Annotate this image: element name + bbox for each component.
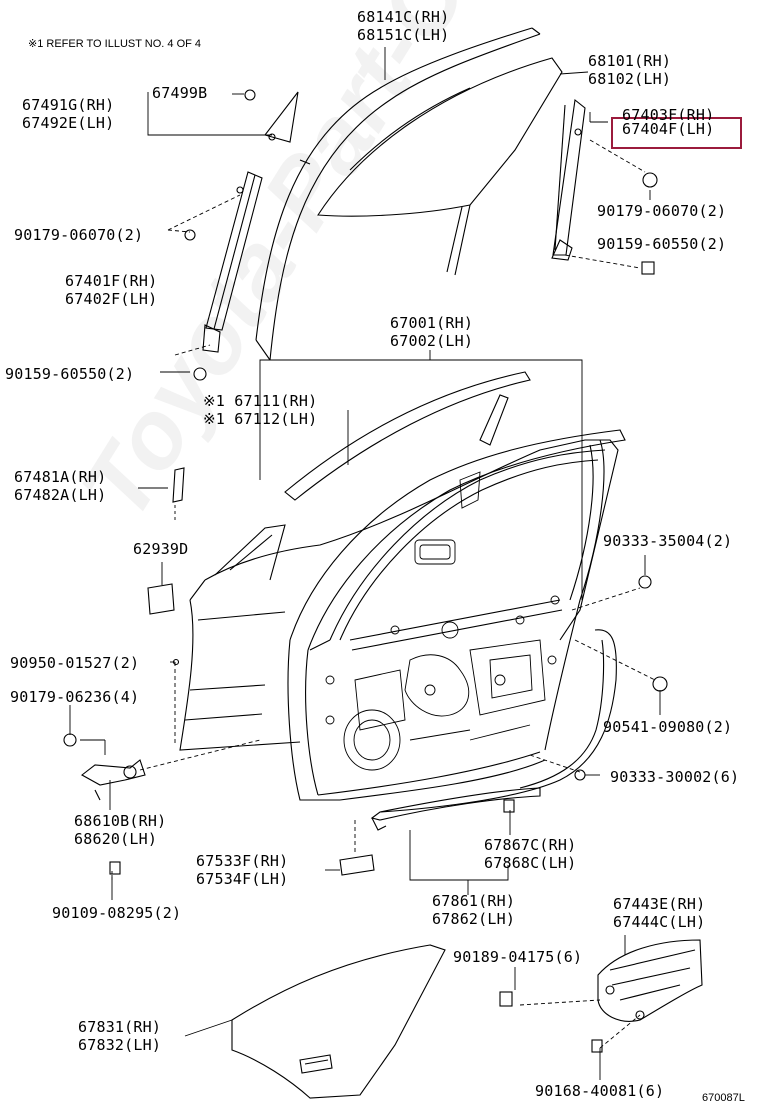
- label-67443E[interactable]: 67443E(RH) 67444C(LH): [613, 895, 705, 931]
- window-run-channel: [255, 27, 541, 361]
- label-90159-60550-left[interactable]: 90159-60550(2): [5, 365, 135, 383]
- label-90179-06070-left[interactable]: 90179-06070(2): [14, 226, 144, 244]
- part-number-rh: 68101(RH): [588, 52, 672, 70]
- part-number-lh: 68620(LH): [74, 830, 158, 848]
- label-67481A[interactable]: 67481A(RH) 67482A(LH): [14, 468, 106, 504]
- label-67111[interactable]: ※1 67111(RH) ※1 67112(LH): [203, 392, 317, 428]
- part-number-lh: 67868C(LH): [484, 854, 577, 872]
- part-number-rh: 67443E(RH): [613, 895, 706, 913]
- label-68101[interactable]: 68101(RH) 68102(LH): [588, 52, 671, 88]
- part-number-rh: 68610B(RH): [74, 812, 167, 830]
- pad: [147, 583, 175, 615]
- part-number-rh: 67481A(RH): [14, 468, 107, 486]
- label-67831[interactable]: 67831(RH) 67832(LH): [78, 1018, 161, 1054]
- part-number-lh: 67832(LH): [78, 1036, 162, 1054]
- label-62939D[interactable]: 62939D: [133, 540, 189, 558]
- label-90168-40081[interactable]: 90168-40081(6): [535, 1082, 665, 1100]
- label-90179-06236[interactable]: 90179-06236(4): [10, 688, 140, 706]
- part-number-lh: 67492E(LH): [22, 114, 115, 132]
- label-90541-09080[interactable]: 90541-09080(2): [603, 718, 733, 736]
- label-90159-60550-right[interactable]: 90159-60550(2): [597, 235, 727, 253]
- trim-piece: [172, 467, 185, 503]
- part-number-lh: 67402F(LH): [65, 290, 158, 308]
- label-67403F[interactable]: 67403F(RH) 67404F(LH): [622, 106, 714, 138]
- part-number-lh: 67444C(LH): [613, 913, 706, 931]
- service-hole-cover: [597, 939, 703, 1022]
- part-number-rh: 67867C(RH): [484, 836, 577, 854]
- figure-number: 670087L: [702, 1092, 745, 1104]
- part-number-lh: ※1 67112(LH): [203, 410, 318, 428]
- leader-lines: [69, 47, 661, 1080]
- label-67001[interactable]: 67001(RH) 67002(LH): [390, 314, 473, 350]
- part-number-rh: 67861(RH): [432, 892, 516, 910]
- highlight-box: [611, 117, 742, 149]
- part-number-lh: 67002(LH): [390, 332, 474, 350]
- label-90179-06070-right[interactable]: 90179-06070(2): [597, 202, 727, 220]
- part-number-rh: 67401F(RH): [65, 272, 158, 290]
- part-number-lh: 67482A(LH): [14, 486, 107, 504]
- label-68141C[interactable]: 68141C(RH) 68151C(LH): [357, 8, 449, 44]
- fasteners: [63, 89, 668, 1053]
- door-weatherstrip: [379, 629, 617, 813]
- part-number-rh: 67001(RH): [390, 314, 474, 332]
- part-number-rh: 67491G(RH): [22, 96, 115, 114]
- inner-panel-details: [325, 471, 560, 771]
- part-number-lh: 68151C(LH): [357, 26, 450, 44]
- label-67867C[interactable]: 67867C(RH) 67868C(LH): [484, 836, 576, 872]
- reference-note: ※1 REFER TO ILLUST NO. 4 OF 4: [28, 38, 202, 50]
- part-number-rh: 67403F(RH): [622, 106, 715, 120]
- label-68610B[interactable]: 68610B(RH) 68620(LH): [74, 812, 166, 848]
- label-90189-04175[interactable]: 90189-04175(6): [453, 948, 583, 966]
- retainer: [339, 854, 375, 876]
- part-number-rh: 68141C(RH): [357, 8, 450, 26]
- door-glass: [317, 57, 563, 276]
- label-90333-30002[interactable]: 90333-30002(6): [610, 768, 740, 786]
- part-number-rh: 67533F(RH): [196, 852, 289, 870]
- part-number-rh: 67831(RH): [78, 1018, 162, 1036]
- front-sash: [202, 171, 263, 353]
- label-90109-08295[interactable]: 90109-08295(2): [52, 904, 182, 922]
- door-side-moulding: [370, 787, 541, 831]
- part-number-rh: ※1 67111(RH): [203, 392, 318, 410]
- door-check: [81, 759, 146, 801]
- label-67491G[interactable]: 67491G(RH) 67492E(LH): [22, 96, 114, 132]
- label-90950-01527[interactable]: 90950-01527(2): [10, 654, 140, 672]
- label-90333-35004[interactable]: 90333-35004(2): [603, 532, 733, 550]
- label-67401F[interactable]: 67401F(RH) 67402F(LH): [65, 272, 157, 308]
- part-number-lh: 68102(LH): [588, 70, 672, 88]
- corner-cover: [264, 91, 299, 143]
- label-67533F[interactable]: 67533F(RH) 67534F(LH): [196, 852, 288, 888]
- label-67861[interactable]: 67861(RH) 67862(LH): [432, 892, 515, 928]
- part-number-lh: 67404F(LH): [622, 120, 715, 138]
- belt-moulding: [284, 371, 531, 501]
- rear-sash: [551, 98, 586, 261]
- door-inner-frame: [287, 429, 626, 801]
- part-number-lh: 67862(LH): [432, 910, 516, 928]
- door-outer-panel: [179, 439, 619, 751]
- door-inner-cover: [231, 944, 446, 1099]
- label-67499B[interactable]: 67499B: [152, 84, 208, 102]
- part-number-lh: 67534F(LH): [196, 870, 289, 888]
